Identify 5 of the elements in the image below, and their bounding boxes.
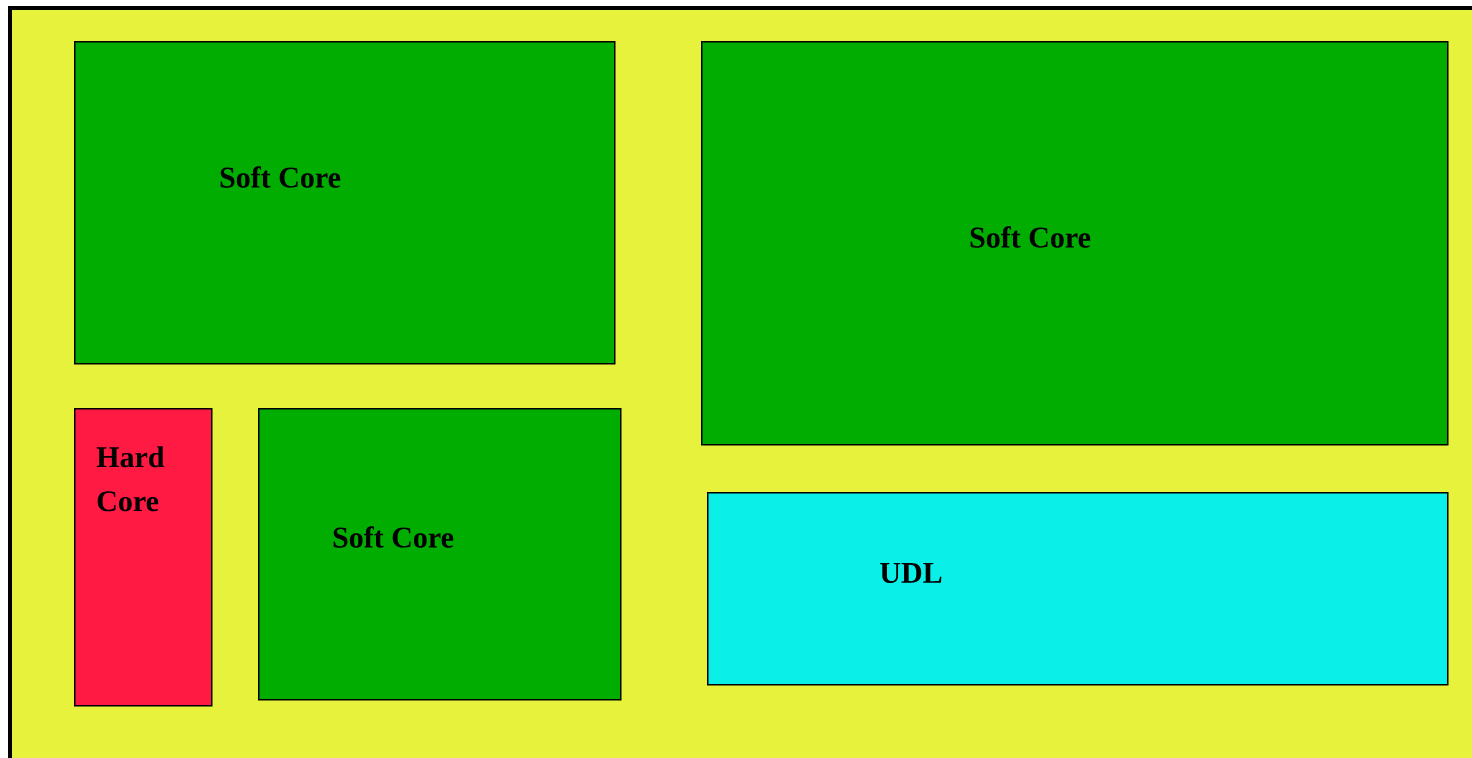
- core-block: Soft Core: [74, 41, 616, 365]
- core-block: Soft Core: [258, 408, 622, 701]
- core-block: UDL: [707, 492, 1449, 686]
- core-block: Soft Core: [701, 41, 1449, 446]
- core-block: Hard Core: [74, 408, 213, 707]
